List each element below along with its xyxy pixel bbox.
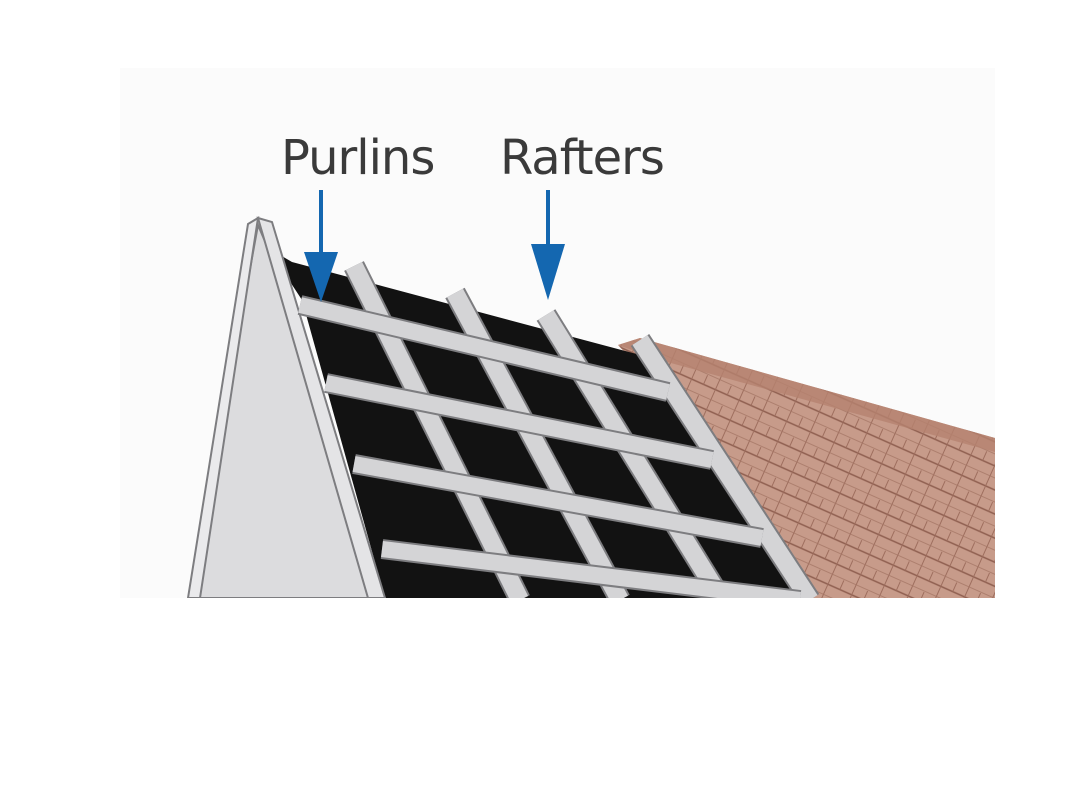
purlin-4: [380, 539, 802, 598]
rafters-arrow-icon: [531, 190, 565, 300]
purlin-3: [352, 454, 764, 548]
barge-board: [256, 216, 387, 598]
rafters-label: Rafters: [500, 130, 664, 186]
gable-trim: [186, 216, 260, 598]
purlin-2: [324, 373, 714, 470]
purlin-1: [297, 295, 671, 402]
roof-ridge: [618, 338, 995, 452]
roof-tiles: [618, 338, 995, 598]
purlins-arrow-icon: [304, 190, 338, 302]
purlins-group: [297, 295, 802, 598]
purlins-label: Purlins: [281, 130, 434, 186]
